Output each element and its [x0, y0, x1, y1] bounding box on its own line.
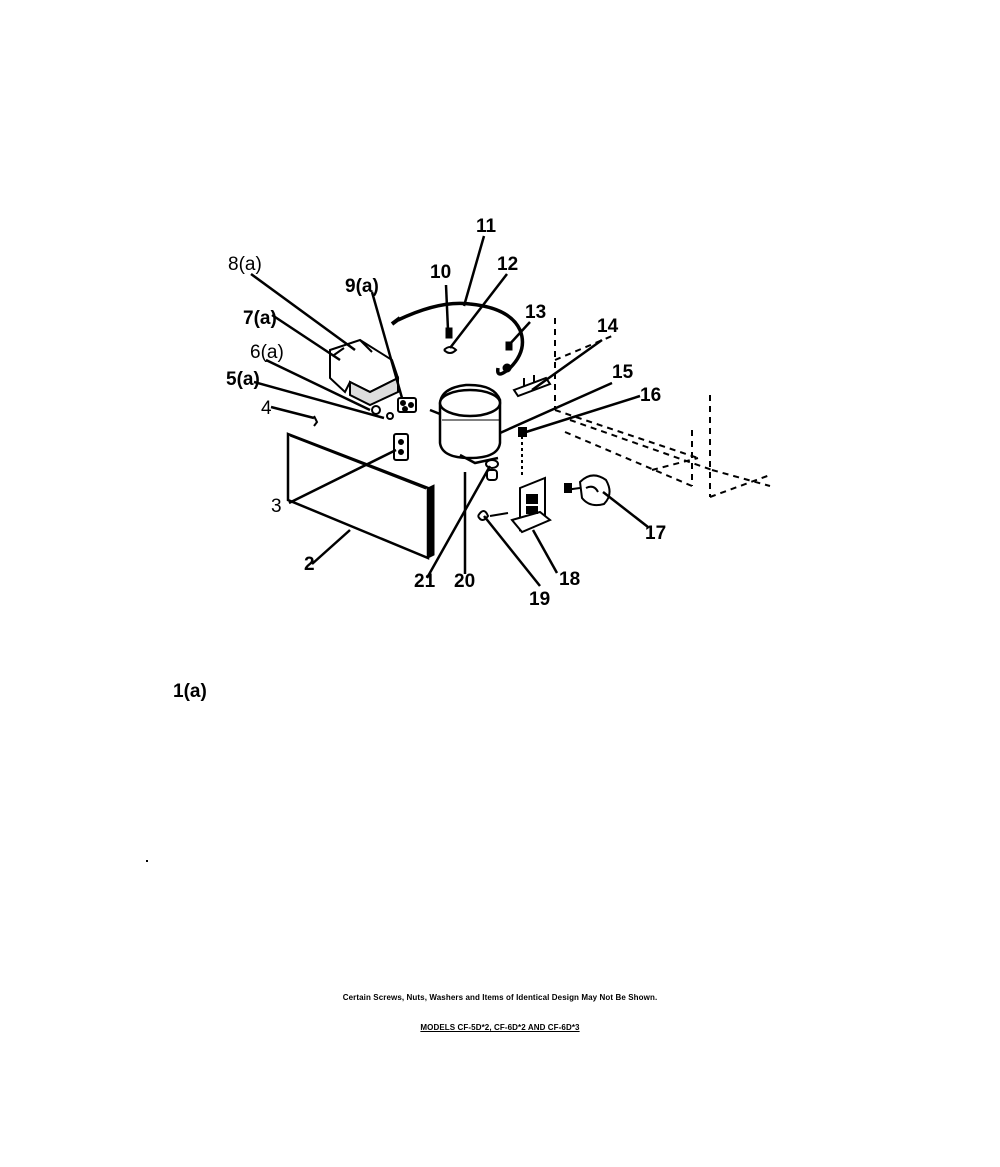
callout-11: 11: [476, 216, 497, 237]
compressor-bracket: [510, 476, 552, 534]
callout-7a: 7(a): [243, 308, 277, 329]
footer-disclaimer: Certain Screws, Nuts, Washers and Items …: [342, 993, 658, 1002]
small-hardware: [313, 405, 409, 461]
fan-assembly: [564, 474, 611, 507]
grommets-washers: [477, 459, 509, 521]
callout-9a: 9(a): [345, 276, 379, 297]
relay-overload: [397, 397, 417, 413]
callout-16: 16: [640, 385, 661, 406]
cabinet-frame-outline: [554, 318, 771, 498]
callout-18: 18: [559, 569, 580, 590]
footer-models: MODELS CF-5D*2, CF-6D*2 AND CF-6D*3: [420, 1023, 580, 1032]
callout-21: 21: [414, 571, 436, 592]
callout-12: 12: [497, 254, 518, 275]
compressor: [429, 383, 502, 465]
callout-14: 14: [597, 316, 619, 337]
relay-cover: [329, 338, 400, 407]
callout-4: 4: [261, 398, 272, 419]
callout-labels: 11 10 12 13 14 15 16 17 18 19 20 21 8(a)…: [226, 216, 666, 610]
leader-lines: [250, 235, 649, 587]
front-panel: [286, 432, 435, 560]
callout-15: 15: [612, 362, 634, 383]
callout-19: 19: [529, 589, 550, 610]
callout-2: 2: [304, 554, 315, 575]
callout-8a: 8(a): [228, 254, 262, 275]
callout-5a: 5(a): [226, 369, 260, 390]
callout-10: 10: [430, 262, 451, 283]
stray-dot: [146, 860, 148, 862]
callout-17: 17: [645, 523, 666, 544]
mounting-bracket: [512, 375, 552, 398]
callout-20: 20: [454, 571, 475, 592]
part-label-1a: 1(a): [173, 681, 207, 702]
callout-3: 3: [271, 496, 282, 517]
callout-13: 13: [525, 302, 546, 323]
callout-6a: 6(a): [250, 342, 284, 363]
screw: [518, 427, 527, 476]
